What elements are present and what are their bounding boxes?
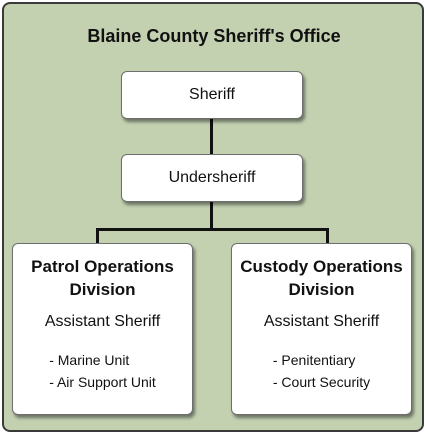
list-item: - Air Support Unit [49,374,156,390]
connector-to-patrol [96,228,99,243]
connector-to-custody [326,228,329,243]
connector-sheriff-undersheriff [210,119,213,154]
division-title-line1: Patrol Operations [31,257,174,276]
list-item: - Penitentiary [272,352,356,368]
division-title-line1: Custody Operations [240,257,403,276]
org-chart-title: Blaine County Sheriff's Office [87,26,341,46]
division-subtitle: Assistant Sheriff [263,313,380,330]
undersheriff-label: Undersheriff [168,169,256,186]
connector-horizontal [96,228,329,231]
division-title-line2: Division [69,280,136,299]
unit-list: - Penitentiary - Court Security [273,349,370,393]
undersheriff-box: Undersheriff [121,154,303,202]
connector-undersheriff-down [210,202,213,229]
division-title-line2: Division [288,280,355,299]
division-title: Patrol Operations Division [13,255,192,301]
custody-operations-division-box: Custody Operations Division Assistant Sh… [231,243,412,415]
sheriff-label: Sheriff [189,86,235,103]
unit-list: - Marine Unit - Air Support Unit [49,349,156,393]
patrol-operations-division-box: Patrol Operations Division Assistant She… [12,243,193,415]
division-title: Custody Operations Division [232,255,411,301]
list-item: - Court Security [272,374,371,390]
list-item: - Marine Unit [49,352,130,368]
division-subtitle: Assistant Sheriff [44,313,161,330]
sheriff-box: Sheriff [121,71,303,119]
